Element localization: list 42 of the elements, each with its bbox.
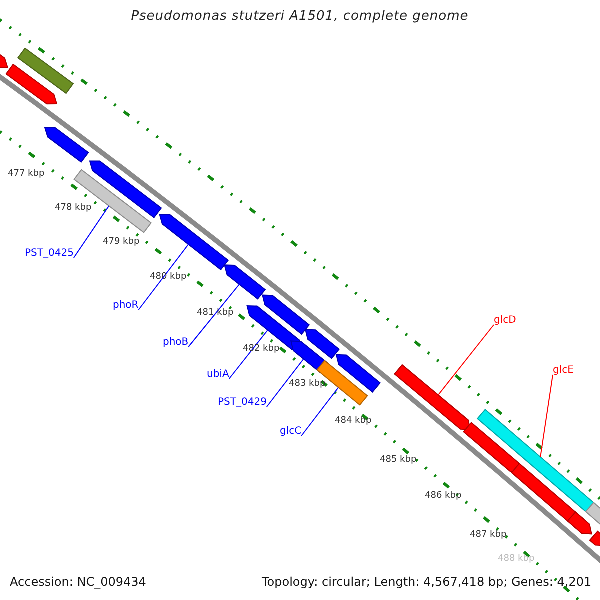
coordinate-label: 484 kbp [335,416,372,427]
leader-line [266,358,304,408]
gene-feature [463,422,522,474]
gene-feature [304,329,340,360]
coordinate-label: 485 kbp [380,455,417,466]
coordinate-label: 487 kbp [470,530,507,541]
gene-feature [74,169,152,234]
gene-feature [44,127,90,163]
gene-label: phoR [113,300,139,312]
gene-label: ubiA [207,369,230,381]
gene-feature [6,64,58,105]
coordinate-label: 488 kbp [498,554,535,565]
coordinate-label: 486 kbp [425,491,462,502]
leader-line [188,284,240,348]
gene-label: glcC [280,426,302,438]
gene-label: PST_0425 [25,248,74,260]
genome-summary-text: Topology: circular; Length: 4,567,418 bp; Genes: 4,201 [262,575,592,590]
coordinate-label: 479 kbp [103,237,140,248]
leader-line [301,387,340,436]
gene-feature [476,409,596,514]
coordinate-label: 478 kbp [55,203,92,214]
gene-feature [336,354,381,393]
coordinate-label: 481 kbp [197,308,234,319]
gene-feature [589,530,600,546]
gene-feature [262,294,310,336]
gene-feature [17,48,74,94]
leader-line [540,374,554,458]
gene-label: PST_0429 [218,397,267,409]
leader-line [73,206,110,258]
gene-label: phoB [163,337,189,349]
title: Pseudomonas stutzeri A1501, complete genome [130,9,470,25]
gene-feature [394,364,472,430]
leader-line [438,324,494,396]
accession-text: Accession: NC_009434 [10,575,146,590]
gene-label: glcD [494,315,516,327]
leader-line [138,244,190,310]
gene-feature [224,264,266,300]
leader-line [228,330,268,380]
coordinate-label: 477 kbp [8,169,45,180]
gene-feature [159,214,230,271]
gene-feature [567,512,592,535]
gene-label: glcE [553,365,574,377]
